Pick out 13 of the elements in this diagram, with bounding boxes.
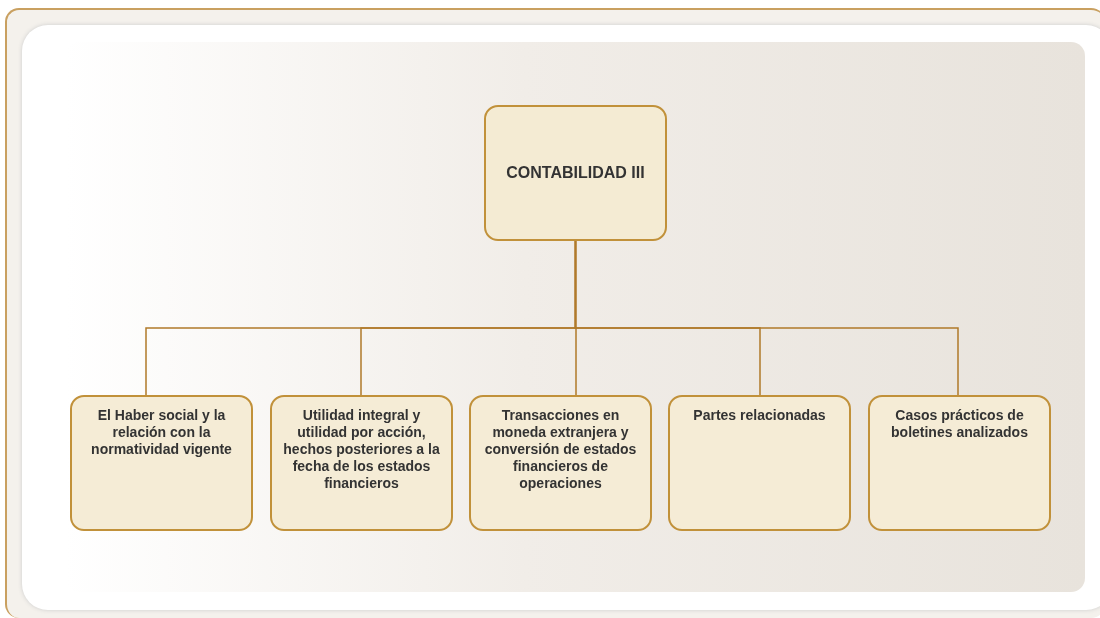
topic-box (668, 395, 851, 531)
topic-box (484, 105, 667, 241)
topic-box (868, 395, 1051, 531)
connector-line (574, 240, 959, 396)
topic-box (70, 395, 253, 531)
topic-text: Partes relacionadas (693, 407, 826, 424)
topic-box (469, 395, 652, 531)
topic-text: Casos prácticos de boletines analizados (890, 407, 1029, 441)
topic-text: El Haber social y la relación con la normatividad vigente (90, 407, 233, 458)
topic-text: CONTABILIDAD III (506, 163, 645, 183)
topic-text: Utilidad integral y utilidad por acción, hechos posteriores a la fecha de los estados financieros (282, 407, 441, 492)
topic-text: Transacciones en moneda extranjera y conversión de estados financieros de operaciones (483, 407, 638, 492)
topic-box (270, 395, 453, 531)
